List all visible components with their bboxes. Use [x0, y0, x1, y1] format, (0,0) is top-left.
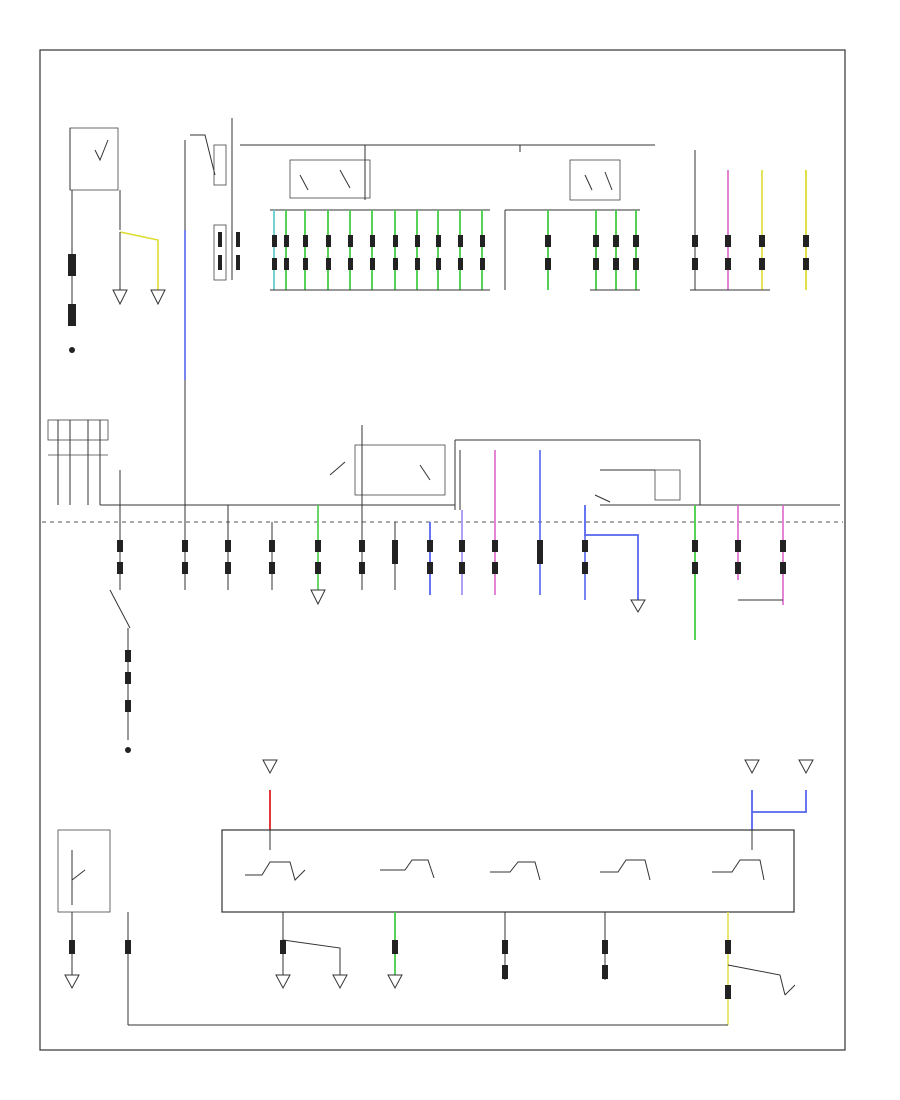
top-left-relay: [69, 127, 121, 320]
bottom-right-blue: [744, 759, 814, 830]
switch-module-contents: [245, 830, 765, 881]
diagram-border: [39, 49, 846, 1051]
wire-group-c: [690, 150, 809, 291]
yellow-wire-top: [119, 231, 159, 290]
middle-relay: [329, 425, 446, 510]
connector-row-a: [272, 235, 485, 270]
wire-group-a: [273, 210, 483, 290]
switch-module-box: [221, 829, 795, 913]
ground-point: [69, 347, 75, 353]
relay-box-1: [289, 145, 371, 200]
ground-symbol: [262, 759, 278, 775]
bottom-wires: [128, 912, 796, 1026]
ground-symbol: [150, 289, 166, 306]
connector-block: [68, 304, 76, 326]
relay-box-2: [569, 159, 621, 201]
bottom-left-box: [57, 829, 111, 913]
wire-group-b: [545, 210, 640, 291]
left-lower-chain: [109, 589, 131, 753]
ground-symbols-mid: [310, 589, 646, 613]
connector-block: [68, 254, 76, 276]
ground-symbol: [112, 289, 128, 306]
right-mid-components: [594, 469, 840, 506]
fuse-switch-group: [184, 118, 240, 522]
left-mid-group: [47, 419, 185, 522]
lower-wires: [117, 450, 786, 640]
bottom-left-contents: [64, 850, 131, 1025]
